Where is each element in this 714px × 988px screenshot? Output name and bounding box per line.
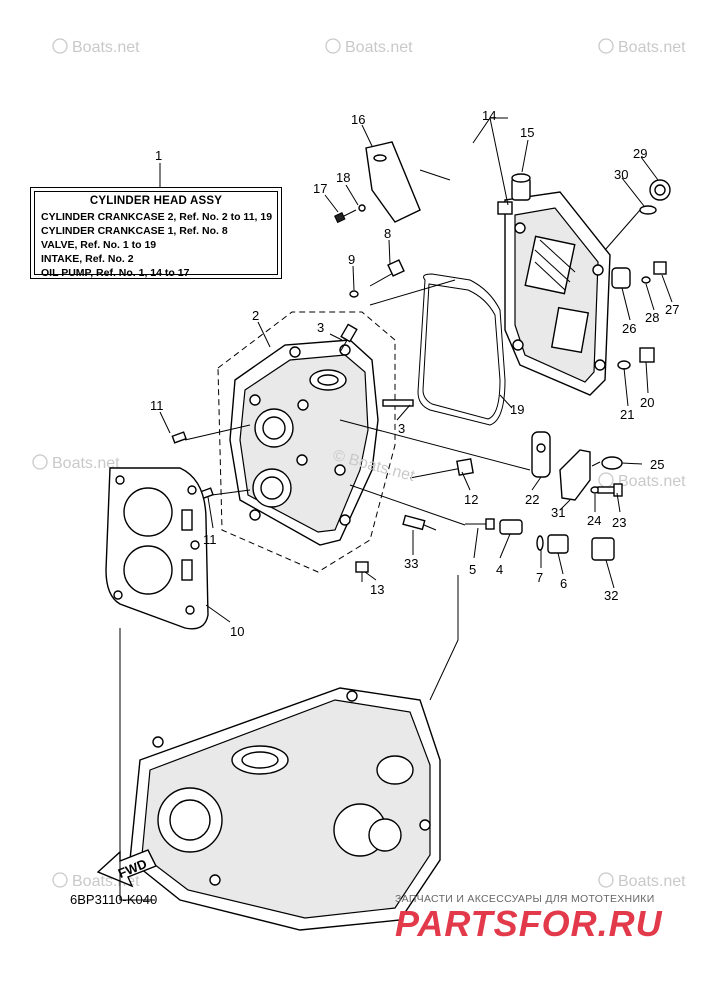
screw-and-washer [334,204,366,224]
callout-22: 22 [525,492,539,507]
callout-1: 1 [155,148,162,163]
cylinder-head [229,339,379,546]
legend-row: INTAKE, Ref. No. 2 [41,253,134,265]
sleeve-4 [499,519,523,535]
legend-row: VALVE, Ref. No. 1 to 19 [41,239,157,251]
callout-6: 6 [560,576,567,591]
callout-9: 9 [348,252,355,267]
o-ring-7 [536,535,544,551]
callout-32: 32 [604,588,618,603]
callout-10: 10 [230,624,244,639]
head-cover-gasket [417,273,506,426]
callout-19: 19 [510,402,524,417]
callout-4: 4 [496,562,503,577]
watermark-text: Boats.net [345,39,413,56]
callout-7: 7 [536,570,543,585]
legend-row: CYLINDER CRANKCASE 1, Ref. No. 8 [41,225,228,237]
dowel-pin-11-upper [171,431,187,444]
callout-29: 29 [633,146,647,161]
watermark-text: Boats.net [618,39,686,56]
bracket-22 [531,431,551,478]
callout-18: 18 [336,170,350,185]
sensor-33 [402,514,437,531]
washer-9 [349,290,359,298]
clamp-25 [601,456,623,470]
washer-21 [617,360,631,370]
callout-3-top: 3 [317,320,324,335]
callout-15: 15 [520,125,534,140]
callout-5: 5 [469,562,476,577]
cylinder-crankcase [129,687,441,931]
callout-8: 8 [384,226,391,241]
callout-17: 17 [313,181,327,196]
callout-28: 28 [645,310,659,325]
callout-26: 26 [622,321,636,336]
callout-20: 20 [640,395,654,410]
watermark-top-left: Boats.net [52,38,140,56]
bracket-31 [559,449,591,501]
leader-lines [119,117,673,901]
cylinder-head-cover [497,191,611,396]
callout-numbers: 1 2 3 3 4 5 6 7 8 9 10 11 11 12 13 14 15… [150,108,679,639]
callout-24: 24 [587,513,601,528]
callout-11-lower: 11 [203,532,217,547]
callout-12: 12 [464,492,478,507]
callout-13: 13 [370,582,384,597]
legend-row: CYLINDER CRANKCASE 2, Ref. No. 2 to 11, … [41,211,273,223]
callout-23: 23 [612,515,626,530]
diagram-code: 6BP3110-K040 [70,892,158,907]
cover-plate [365,141,421,223]
watermark-text: Boats.net [618,473,686,490]
legend-row: OIL PUMP, Ref. No. 1, 14 to 17 [41,267,190,279]
callout-11-upper: 11 [150,398,164,413]
assembly-legend: CYLINDER HEAD ASSY CYLINDER CRANKCASE 2,… [30,187,282,279]
callout-27: 27 [665,302,679,317]
watermark-text: Boats.net [72,39,140,56]
cap-26 [611,267,631,289]
callout-16: 16 [351,112,365,127]
bolt-23 [597,483,623,497]
watermark-top-center: Boats.net [325,38,413,56]
legend-title: CYLINDER HEAD ASSY [89,195,223,207]
brand-block[interactable]: ЗАПЧАСТИ И АКСЕССУАРЫ ДЛЯ МОТОТЕХНИКИ PA… [395,893,695,943]
watermark-top-right: Boats.net [598,38,686,56]
sensor-3-top [339,323,358,353]
washer-28 [641,276,651,284]
watermark-text: Boats.net [52,455,120,472]
bolt-13 [355,561,369,582]
watermark-bottom-right: Boats.net [598,872,686,890]
bolt-12 [409,458,474,479]
callout-3-right: 3 [398,421,405,436]
bolt-8 [369,259,405,287]
watermark-text: Boats.net [618,873,686,890]
brand-logo[interactable]: PARTSFOR.RU [395,903,663,944]
bolt-20 [639,347,655,363]
head-gasket [105,467,209,630]
screw-5 [465,518,495,530]
dowel-3-right [382,399,414,407]
callout-33: 33 [404,556,418,571]
callout-2: 2 [252,308,259,323]
thermostat-6 [547,534,569,554]
brand-tagline: ЗАПЧАСТИ И АКСЕССУАРЫ ДЛЯ МОТОТЕХНИКИ [395,893,655,905]
clip-32 [591,537,615,561]
bolt-27 [653,261,667,275]
breather-cap [511,173,531,201]
o-ring-30 [639,205,657,215]
watermark-mid-left: Boats.net [32,454,120,472]
callout-25: 25 [650,457,664,472]
callout-31: 31 [551,505,565,520]
plug-29 [649,179,671,201]
callout-21: 21 [620,407,634,422]
callout-30: 30 [614,167,628,182]
head-group-outline [217,311,396,573]
callout-14: 14 [482,108,496,123]
